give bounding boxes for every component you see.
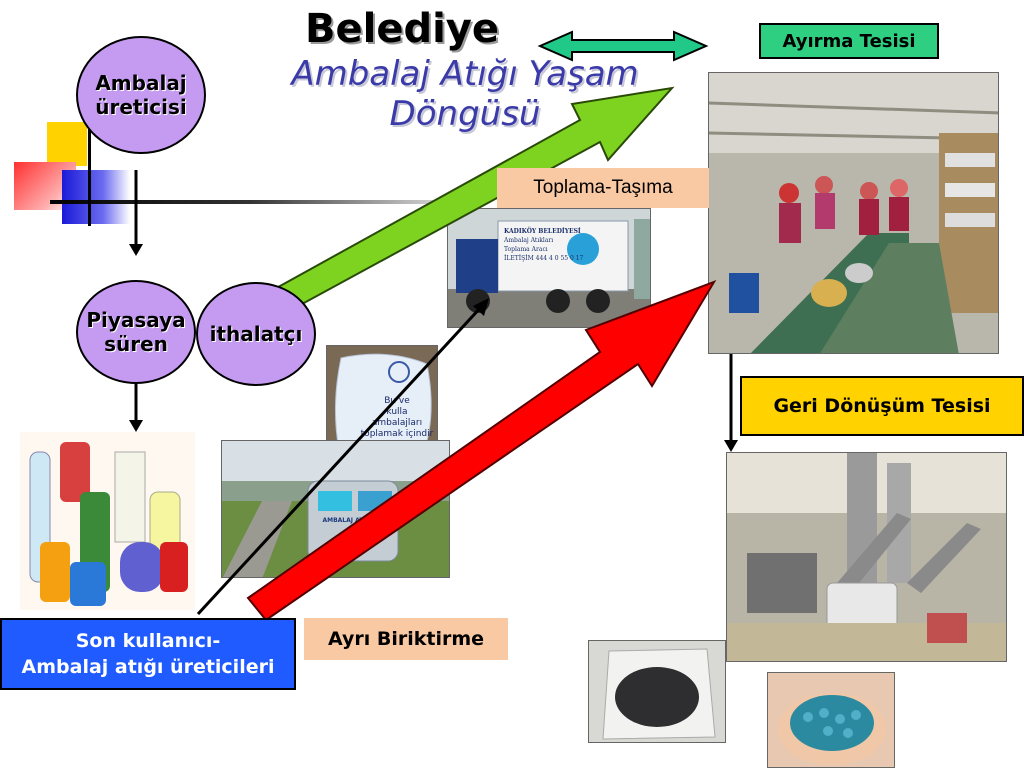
recycling-plant-image: [727, 453, 1006, 661]
truck-text-line-4: İLETİŞİM 444 4 0 55 0 17: [504, 255, 584, 262]
label-geri-donusum-tesisi: Geri Dönüşüm Tesisi: [740, 376, 1024, 436]
arrow-ambalaj-to-piyasaya-head: [129, 244, 143, 256]
bag-text: Bu ve kulla ambalajları toplamak içindir: [357, 396, 437, 440]
arrow-ayirma-to-geri-head: [724, 440, 738, 452]
label-son-kullanici: Son kullanıcı- Ambalaj atığı üreticileri: [0, 618, 296, 690]
page-subtitle: Ambalaj Atığı Yaşam Döngüsü: [255, 54, 675, 134]
truck-text-line-3: Toplama Aracı: [504, 246, 548, 253]
truck-text-line-1: KADIKÖY BELEDİYESİ: [504, 228, 581, 235]
node-ambalaj-ureticisi: Ambalaj üreticisi: [76, 36, 206, 154]
arrow-teal-double: [537, 30, 709, 62]
label-son-kullanici-line-2: Ambalaj atığı üreticileri: [21, 656, 275, 678]
bag-text-line-1: Bu ve: [384, 396, 410, 406]
arrow-green-double: [230, 86, 675, 330]
sorting-facility-image: [709, 73, 998, 353]
label-ayirma-tesisi: Ayırma Tesisi: [759, 23, 939, 59]
photo-geri-donusum-plant: [726, 452, 1007, 662]
truck-text: KADIKÖY BELEDİYESİ Ambalaj Atıkları Topl…: [504, 227, 588, 263]
label-ayri-biriktirme: Ayrı Biriktirme: [304, 618, 508, 660]
packaging-waste-image: [20, 432, 195, 610]
arrow-red-son-to-ayirma: [246, 280, 717, 622]
node-piyasaya-suren: Piyasaya süren: [76, 280, 196, 384]
deco-vertical-line: [88, 120, 91, 226]
label-toplama-tasima: Toplama-Taşıma: [497, 168, 709, 208]
granule-bag-image: [589, 641, 725, 742]
bin-text: AMBALAJ ATIKLARI: [322, 517, 386, 524]
bag-text-line-2: kulla: [386, 407, 408, 417]
photo-blue-granules: [767, 672, 895, 768]
node-ithalatci: ithalatçı: [196, 282, 316, 386]
page-title: Belediye: [305, 6, 500, 52]
truck-text-line-2: Ambalaj Atıkları: [504, 237, 554, 244]
subtitle-line-1: Ambalaj Atığı Yaşam: [291, 54, 639, 94]
node-ambalaj-line-2: üreticisi: [95, 95, 187, 119]
bag-text-line-3: ambalajları: [371, 418, 423, 428]
photo-packaging-waste: [20, 432, 195, 610]
deco-horizontal-line: [50, 200, 450, 204]
node-piyasaya-line-1: Piyasaya: [86, 308, 186, 332]
blue-granules-image: [768, 673, 894, 767]
node-ambalaj-line-1: Ambalaj: [95, 71, 187, 95]
photo-ayirma-tesisi: [708, 72, 999, 354]
node-ithalatci-label: ithalatçı: [209, 322, 303, 346]
deco-square-yellow: [47, 122, 87, 166]
subtitle-line-2: Döngüsü: [389, 94, 541, 134]
bag-text-line-4: toplamak içindir: [360, 429, 434, 439]
node-piyasaya-line-2: süren: [104, 332, 168, 356]
arrow-son-to-truck: [196, 304, 484, 616]
label-son-kullanici-line-1: Son kullanıcı-: [75, 630, 221, 652]
bag-image: [327, 346, 437, 456]
deco-square-blue: [62, 170, 130, 224]
arrow-son-to-truck-head: [473, 298, 489, 316]
arrow-piyasaya-to-waste-head: [129, 420, 143, 432]
photo-granule-bag: [588, 640, 726, 743]
